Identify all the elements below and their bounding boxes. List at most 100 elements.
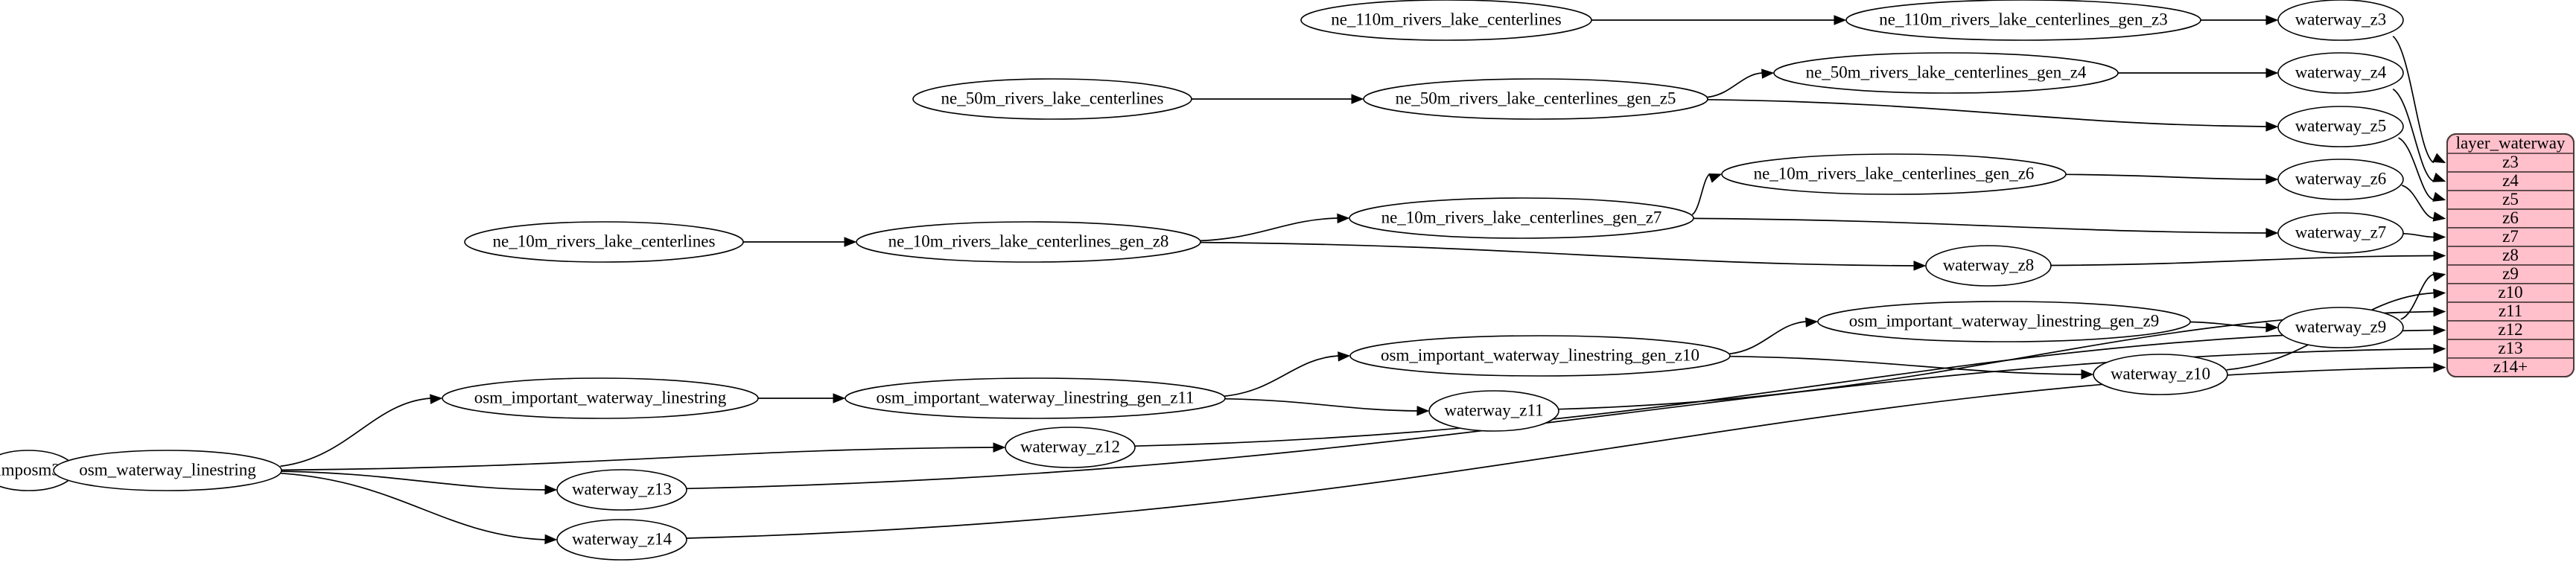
graph-node-ne_50m_rivers_lake_centerlines_gen_z5[interactable]: ne_50m_rivers_lake_centerlines_gen_z5 [1363, 78, 1708, 120]
edge-arrowhead [1708, 173, 1723, 183]
node-ellipse[interactable] [2277, 106, 2404, 147]
node-ellipse[interactable] [2277, 307, 2404, 348]
graph-node-waterway_z9[interactable]: waterway_z9 [2277, 307, 2404, 348]
graph-edge [2065, 173, 2267, 180]
node-ellipse[interactable] [912, 78, 1192, 120]
node-ellipse[interactable] [1721, 153, 2067, 195]
edge-arrowhead [1351, 94, 1364, 104]
table-row-label: z3 [2502, 153, 2519, 171]
graph-edge [2392, 88, 2435, 182]
edge-arrowhead [1913, 261, 1927, 271]
node-ellipse[interactable] [2277, 159, 2404, 200]
graph-edge [2402, 232, 2435, 238]
graph-edge [1134, 329, 2435, 447]
node-ellipse[interactable] [2277, 52, 2404, 94]
graph-node-waterway_z13[interactable]: waterway_z13 [556, 469, 687, 511]
graph-node-ne_50m_rivers_lake_centerlines_gen_z4[interactable]: ne_50m_rivers_lake_centerlines_gen_z4 [1773, 52, 2119, 94]
table-row-label: z9 [2502, 264, 2519, 283]
graph-node-osm_important_waterway_linestring_gen_z10[interactable]: osm_important_waterway_linestring_gen_z1… [1349, 335, 1731, 377]
graph-node-waterway_z4[interactable]: waterway_z4 [2277, 52, 2404, 94]
node-label: ne_10m_rivers_lake_centerlines_gen_z6 [1754, 164, 2035, 182]
node-ellipse[interactable] [1817, 301, 2191, 342]
node-label: waterway_z5 [2295, 116, 2387, 135]
graph-edge [1224, 398, 1418, 412]
graph-edge [1707, 98, 2267, 127]
graph-node-waterway_z5[interactable]: waterway_z5 [2277, 106, 2404, 147]
node-label: waterway_z12 [1020, 437, 1120, 456]
table-row-label: z7 [2502, 227, 2519, 246]
graph-node-waterway_z14[interactable]: waterway_z14 [556, 519, 687, 561]
graph-node-waterway_z10[interactable]: waterway_z10 [2093, 354, 2228, 395]
edge-arrowhead [2265, 228, 2279, 238]
node-label: ne_10m_rivers_lake_centerlines_gen_z7 [1381, 208, 1662, 226]
graph-node-imposm3[interactable]: imposm3 [0, 450, 75, 491]
graph-node-waterway_z11[interactable]: waterway_z11 [1428, 390, 1559, 432]
node-label: ne_50m_rivers_lake_centerlines [941, 89, 1164, 107]
edge-arrowhead [2265, 322, 2279, 333]
graph-node-waterway_z3[interactable]: waterway_z3 [2277, 0, 2404, 41]
node-label: ne_110m_rivers_lake_centerlines_gen_z3 [1879, 10, 2167, 28]
table-row-z8[interactable] [2446, 246, 2575, 266]
node-ellipse[interactable] [856, 221, 1201, 263]
node-ellipse[interactable] [556, 519, 687, 561]
layer-waterway-table[interactable]: layer_waterwayz3z4z5z6z7z8z9z10z11z12z13… [2446, 133, 2575, 377]
node-ellipse[interactable] [556, 469, 687, 511]
graph-edge [1224, 355, 1339, 397]
table-title: layer_waterway [2456, 133, 2566, 152]
node-ellipse[interactable] [53, 450, 282, 491]
graph-node-osm_waterway_linestring[interactable]: osm_waterway_linestring [53, 450, 282, 491]
node-ellipse[interactable] [1845, 0, 2201, 41]
node-label: waterway_z9 [2295, 317, 2387, 336]
graph-node-osm_important_waterway_linestring[interactable]: osm_important_waterway_linestring [442, 377, 759, 419]
edge-arrowhead [2433, 288, 2446, 299]
graph-node-ne_50m_rivers_lake_centerlines[interactable]: ne_50m_rivers_lake_centerlines [912, 78, 1192, 120]
edge-arrowhead [1761, 68, 1775, 79]
table-row-z6[interactable] [2446, 208, 2575, 229]
edge-arrowhead [1805, 317, 1819, 328]
graph-edge [2401, 185, 2435, 220]
node-ellipse[interactable] [442, 377, 759, 419]
node-ellipse[interactable] [1005, 427, 1136, 468]
graph-node-ne_10m_rivers_lake_centerlines_gen_z6[interactable]: ne_10m_rivers_lake_centerlines_gen_z6 [1721, 153, 2067, 195]
graph-node-waterway_z7[interactable]: waterway_z7 [2277, 212, 2404, 254]
graph-node-ne_110m_rivers_lake_centerlines_gen_z3[interactable]: ne_110m_rivers_lake_centerlines_gen_z3 [1845, 0, 2201, 41]
node-ellipse[interactable] [1363, 78, 1708, 120]
edge-arrowhead [2265, 121, 2279, 132]
edge-arrowhead [2433, 325, 2446, 336]
table-row-label: z5 [2502, 190, 2519, 208]
edge-arrowhead [2265, 174, 2279, 185]
edge-arrowhead [544, 485, 558, 495]
node-ellipse[interactable] [1773, 52, 2119, 94]
graph-node-ne_10m_rivers_lake_centerlines_gen_z8[interactable]: ne_10m_rivers_lake_centerlines_gen_z8 [856, 221, 1201, 263]
table-row-label: z13 [2498, 339, 2522, 357]
edge-arrowhead [2432, 272, 2446, 282]
node-ellipse[interactable] [1925, 245, 2052, 287]
node-ellipse[interactable] [1428, 390, 1559, 432]
node-ellipse[interactable] [2093, 354, 2228, 395]
graph-node-waterway_z12[interactable]: waterway_z12 [1005, 427, 1136, 468]
node-label: osm_important_waterway_linestring_gen_z1… [876, 388, 1194, 406]
node-ellipse[interactable] [2277, 0, 2404, 41]
node-ellipse[interactable] [1300, 0, 1592, 41]
node-ellipse[interactable] [2277, 212, 2404, 254]
graph-edge [1729, 321, 1807, 355]
graph-node-osm_important_waterway_linestring_gen_z11[interactable]: osm_important_waterway_linestring_gen_z1… [845, 377, 1226, 419]
graph-node-ne_10m_rivers_lake_centerlines[interactable]: ne_10m_rivers_lake_centerlines [464, 221, 744, 263]
node-ellipse[interactable] [1349, 335, 1731, 377]
node-label: imposm3 [0, 460, 60, 479]
node-ellipse[interactable] [845, 377, 1226, 419]
graph-node-waterway_z6[interactable]: waterway_z6 [2277, 159, 2404, 200]
node-ellipse[interactable] [464, 221, 744, 263]
graph-node-ne_10m_rivers_lake_centerlines_gen_z7[interactable]: ne_10m_rivers_lake_centerlines_gen_z7 [1349, 197, 1694, 239]
edge-arrowhead [1338, 351, 1351, 362]
node-ellipse[interactable] [1349, 197, 1694, 239]
edges-layer [41, 15, 2446, 545]
graph-node-waterway_z8[interactable]: waterway_z8 [1925, 245, 2052, 287]
edge-arrowhead [2432, 211, 2446, 222]
graph-node-ne_110m_rivers_lake_centerlines[interactable]: ne_110m_rivers_lake_centerlines [1300, 0, 1592, 41]
graph-node-osm_important_waterway_linestring_gen_z9[interactable]: osm_important_waterway_linestring_gen_z9 [1817, 301, 2191, 342]
edge-arrowhead [2265, 15, 2279, 25]
graph-edge [1729, 355, 2082, 375]
